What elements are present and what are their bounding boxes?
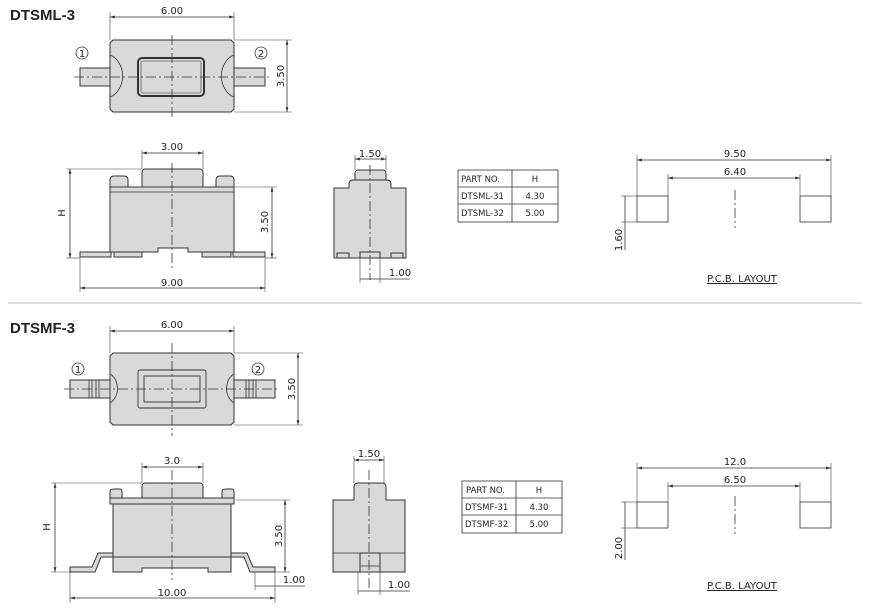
pad-left	[636, 501, 669, 529]
top-view: 1 2 6.00 3.50	[74, 6, 292, 117]
svg-text:PART NO.: PART NO.	[466, 486, 505, 496]
svg-text:10.00: 10.00	[158, 588, 187, 599]
pin-marker-1	[75, 46, 89, 60]
svg-text:1.00: 1.00	[388, 580, 410, 591]
end-view: 1.50 1.00	[333, 149, 411, 283]
svg-text:4.30: 4.30	[530, 503, 549, 513]
svg-text:3.50: 3.50	[260, 211, 271, 233]
part-table: PART NO. H DTSML-31 4.30 DTSML-32 5.00	[457, 169, 559, 223]
pad-left	[636, 195, 669, 223]
svg-text:2.00: 2.00	[614, 537, 625, 559]
svg-text:H: H	[57, 209, 68, 217]
svg-text:1.00: 1.00	[283, 575, 305, 586]
section-dtsml-3: DTSML-3 1 2 6.00 3.50	[10, 6, 832, 292]
svg-text:H: H	[42, 523, 53, 531]
pin-marker-1	[71, 362, 85, 376]
pad-right	[799, 501, 832, 529]
pad-right	[799, 195, 832, 223]
section-dtsmf-3: DTSMF-3 1 2 6.00 3.50	[10, 320, 832, 603]
pcb-layout: 12.0 6.50 2.00 P.C.B. LAYOUT	[614, 457, 832, 592]
svg-text:1.00: 1.00	[389, 268, 411, 279]
svg-text:2: 2	[258, 49, 264, 60]
table-cell: DTSML-32	[461, 209, 504, 219]
top-view: 1 2 6.00 3.50	[64, 320, 303, 436]
section-title: DTSMF-3	[10, 320, 75, 337]
table-cell: DTSMF-32	[465, 520, 508, 530]
svg-text:6.40: 6.40	[724, 167, 746, 178]
svg-text:4.30: 4.30	[526, 192, 545, 202]
svg-text:1.60: 1.60	[614, 229, 625, 251]
svg-text:12.0: 12.0	[724, 457, 746, 468]
table-cell: DTSMF-31	[465, 503, 508, 513]
svg-text:6.50: 6.50	[724, 475, 746, 486]
svg-text:9.00: 9.00	[161, 278, 183, 289]
svg-text:PART NO.: PART NO.	[461, 175, 500, 185]
svg-text:P.C.B. LAYOUT: P.C.B. LAYOUT	[707, 274, 778, 285]
svg-text:2: 2	[255, 365, 261, 376]
pin-marker-2	[251, 362, 265, 376]
dim-height: 3.50	[276, 65, 287, 87]
svg-text:3.00: 3.00	[161, 142, 183, 153]
actuator	[141, 168, 204, 190]
svg-text:3.50: 3.50	[274, 525, 285, 547]
svg-text:P.C.B. LAYOUT: P.C.B. LAYOUT	[707, 581, 778, 592]
section-title: DTSML-3	[10, 7, 75, 24]
side-view: 3.0 H 3.50 1.00 10.00	[42, 456, 305, 603]
svg-text:1.50: 1.50	[358, 449, 380, 460]
table-cell: DTSML-31	[461, 192, 504, 202]
dim-width: 6.00	[161, 320, 183, 331]
part-table: PART NO. H DTSMF-31 4.30 DTSMF-32 5.00	[461, 480, 563, 534]
side-view: 3.00 H 3.50 9.00	[57, 142, 277, 292]
svg-text:1: 1	[79, 49, 85, 60]
end-view: 1.50 1.00	[332, 449, 410, 595]
pin-marker-2	[254, 46, 268, 60]
svg-text:5.00: 5.00	[526, 209, 545, 219]
svg-text:H: H	[536, 486, 542, 496]
svg-text:5.00: 5.00	[530, 520, 549, 530]
svg-text:3.0: 3.0	[164, 456, 180, 467]
pcb-layout: 9.50 6.40 1.60 P.C.B. LAYOUT	[614, 149, 832, 285]
svg-text:H: H	[532, 175, 538, 185]
svg-text:1.50: 1.50	[359, 149, 381, 160]
dim-height: 3.50	[287, 378, 298, 400]
actuator	[141, 482, 204, 501]
dim-width: 6.00	[161, 6, 183, 17]
svg-text:1: 1	[75, 365, 81, 376]
svg-text:9.50: 9.50	[724, 149, 746, 160]
